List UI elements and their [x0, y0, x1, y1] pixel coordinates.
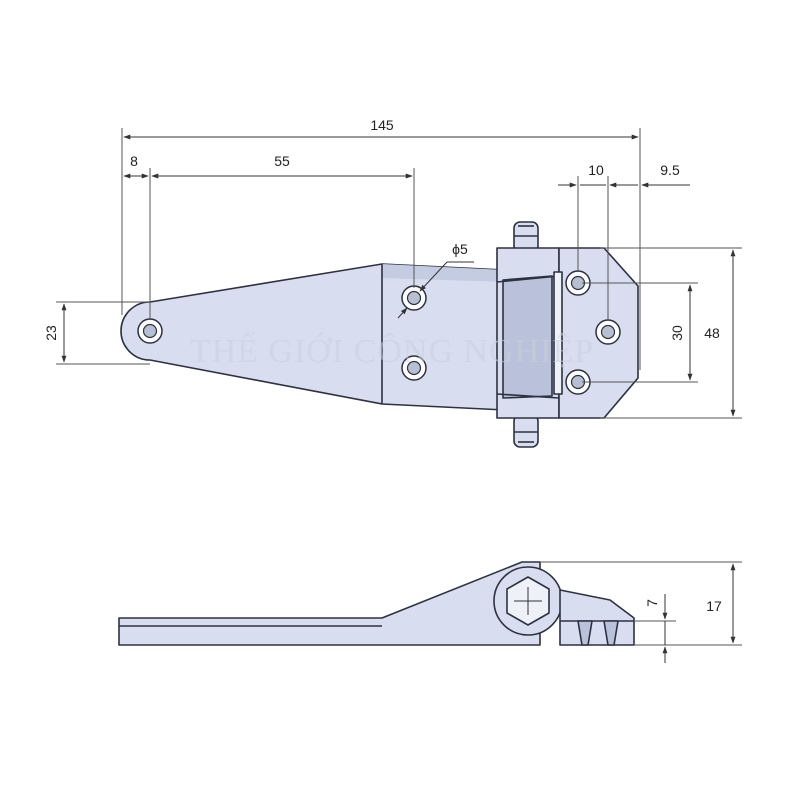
watermark-text: THẾ GIỚI CÔNG NGHIỆP	[190, 332, 594, 370]
hinge-pin-bottom	[513, 414, 539, 448]
hinge-knuckle	[496, 247, 560, 419]
mounting-hole	[595, 319, 621, 345]
mounting-hole	[565, 270, 591, 296]
dim-plate-hole-x: 10	[588, 162, 604, 178]
dim-plate-hole-y: 30	[669, 325, 685, 341]
side-countersink	[577, 620, 593, 646]
top-view	[120, 221, 639, 448]
dim-end-to-hole: 8	[130, 153, 138, 169]
side-plate	[559, 589, 635, 646]
top-dimensions: 145 8 55 10 9.5 ϕ5 23 30 48	[43, 117, 742, 419]
dim-leaf-hole-spacing: 55	[274, 153, 290, 169]
dim-overall-length: 145	[370, 117, 394, 133]
dim-plate-height: 48	[704, 325, 720, 341]
mounting-hole	[137, 318, 163, 344]
dim-hinge-height: 17	[706, 598, 722, 614]
side-countersink	[603, 620, 619, 646]
side-view	[118, 561, 635, 646]
plate-gap	[553, 271, 563, 395]
mounting-hole	[401, 285, 427, 311]
leaf-shade	[382, 264, 505, 282]
dim-hole-diameter: ϕ5	[452, 241, 468, 257]
side-leaf	[118, 561, 541, 646]
dim-hinge-offset: 7	[644, 599, 660, 607]
dim-end-width: 23	[43, 325, 59, 341]
hinge-pin-top	[513, 221, 539, 253]
dim-plate-edge: 9.5	[660, 162, 680, 178]
side-dimensions: 7 17	[540, 561, 742, 663]
mounting-hole	[401, 355, 427, 381]
